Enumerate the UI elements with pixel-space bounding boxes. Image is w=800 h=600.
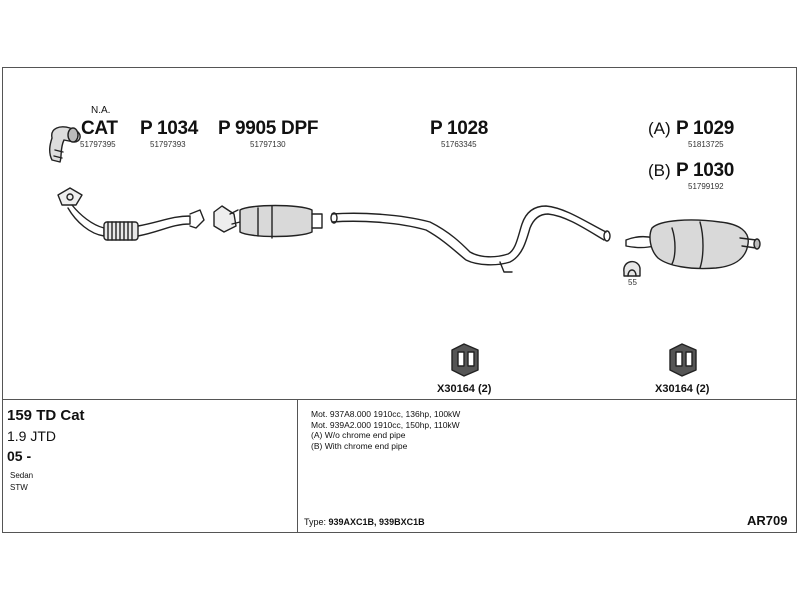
front-pipe-part (57, 187, 205, 241)
hanger-clamp-left (451, 343, 479, 377)
p1029-part-number: 51813725 (688, 140, 724, 149)
vehicle-engine: 1.9 JTD (7, 428, 57, 444)
hanger-clamp-right (669, 343, 697, 377)
engine-notes: Mot. 937A8.000 1910cc, 136hp, 100kW Mot.… (311, 409, 460, 451)
vehicle-model: 159 TD Cat (7, 407, 85, 424)
p1029-part-label: P 1029 (676, 118, 735, 139)
note-line-1: Mot. 937A8.000 1910cc, 136hp, 100kW (311, 409, 461, 419)
variant-b-prefix: (B) (648, 161, 671, 180)
rubber-ring-part (623, 261, 641, 277)
na-label: N.A. (91, 105, 111, 116)
type-line: Type: 939AXC1B, 939BXC1B (304, 517, 425, 527)
reference-code: AR709 (747, 513, 788, 528)
clamp-right-label: X30164 (2) (655, 383, 710, 395)
variant-a-prefix: (A) (648, 119, 671, 138)
p1030-part-number: 51799192 (688, 182, 724, 191)
p9905-part-label: P 9905 DPF (218, 118, 319, 139)
p1028-part-number: 51763345 (441, 140, 477, 149)
type-label: Type: (304, 517, 327, 527)
middle-pipe-part (330, 205, 611, 273)
p9905-part-number: 51797130 (250, 140, 286, 149)
vehicle-body-sedan: Sedan (10, 471, 34, 480)
p1034-part-label: P 1034 (140, 118, 199, 139)
table-divider-vertical (297, 399, 298, 533)
diagram-frame (2, 67, 797, 533)
note-line-4: (B) With chrome end pipe (311, 440, 408, 451)
rear-silencer-part (625, 219, 761, 270)
p1034-part-number: 51797393 (150, 140, 186, 149)
type-value: 939AXC1B, 939BXC1B (328, 517, 425, 527)
vehicle-body-stw: STW (10, 483, 28, 492)
dpf-part (213, 204, 323, 239)
p1028-part-label: P 1028 (430, 118, 489, 139)
cat-part-number: 51797395 (80, 140, 116, 149)
clamp-left-label: X30164 (2) (437, 383, 492, 395)
note-line-3: (A) W/o chrome end pipe (311, 430, 406, 440)
note-line-2: Mot. 939A2.000 1910cc, 150hp, 110kW (311, 419, 460, 430)
p1030-part-label: P 1030 (676, 160, 735, 181)
cat-part-label: CAT (81, 118, 118, 139)
catalyst-elbow-part (49, 126, 81, 163)
vehicle-year: 05 - (7, 448, 32, 464)
rubber-ring-number: 55 (628, 278, 637, 287)
table-divider-horizontal (2, 399, 797, 400)
